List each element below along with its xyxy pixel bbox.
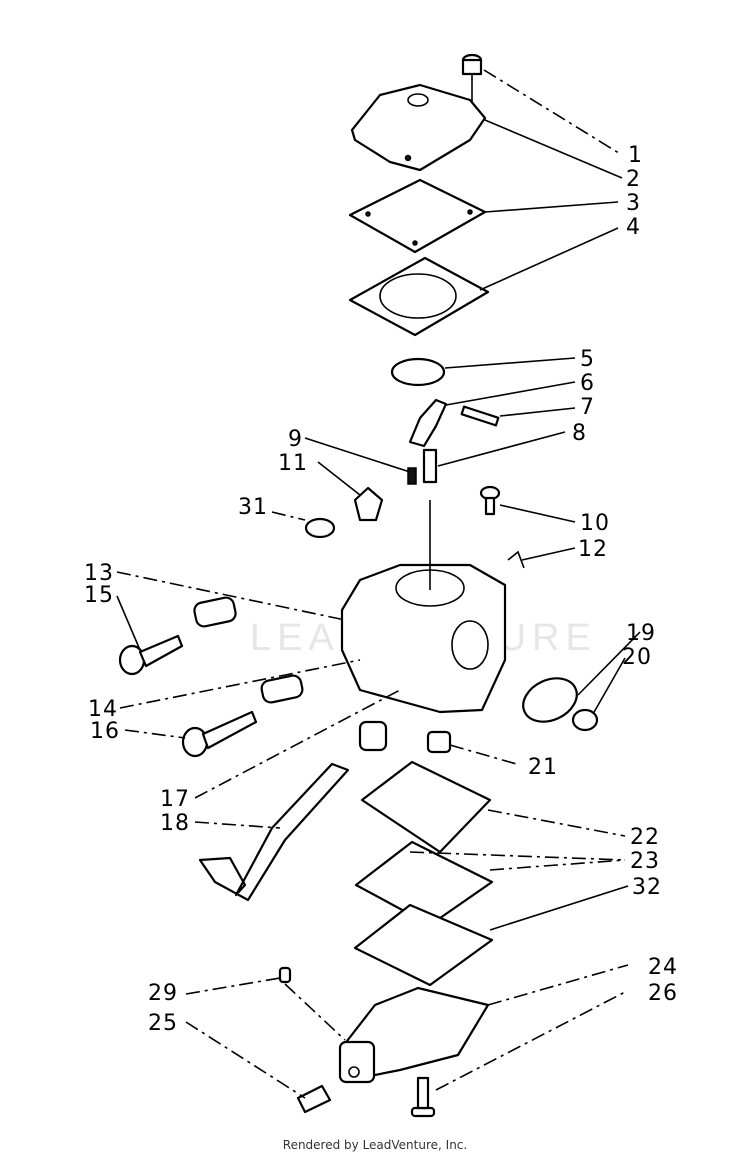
part-lever-pin [460, 405, 500, 427]
part-spring-lower [260, 674, 304, 704]
callout-labels: 1 2 3 4 5 6 7 8 9 10 11 12 13 14 15 16 1… [84, 143, 678, 1036]
callout-31: 31 [238, 495, 268, 520]
callout-29: 29 [148, 981, 178, 1006]
footer-credit: Rendered by LeadVenture, Inc. [282, 1138, 468, 1152]
callout-12: 12 [578, 537, 608, 562]
part-clip [507, 550, 525, 569]
part-lever-screw [479, 485, 501, 516]
leader-lines [116, 69, 641, 1099]
part-lever-spring [407, 467, 417, 485]
part-inlet-filter [296, 1084, 332, 1114]
part-throttle-spring [358, 720, 388, 752]
part-metering-cover [350, 83, 487, 172]
callout-23: 23 [630, 849, 660, 874]
part-nut [426, 730, 452, 754]
callout-9: 9 [288, 427, 303, 452]
part-needle-low [181, 710, 258, 758]
part-welch-plug [353, 486, 384, 522]
callout-2: 2 [626, 167, 641, 192]
callout-21: 21 [528, 755, 558, 780]
callout-25: 25 [148, 1011, 178, 1036]
callout-8: 8 [572, 421, 587, 446]
part-valve-screw [571, 708, 599, 732]
callout-5: 5 [580, 347, 595, 372]
callout-19: 19 [626, 621, 656, 646]
callout-24: 24 [648, 955, 678, 980]
callout-3: 3 [626, 191, 641, 216]
part-metering-diaphragm [348, 178, 487, 254]
callout-15: 15 [84, 583, 114, 608]
callout-26: 26 [648, 981, 678, 1006]
callout-32: 32 [632, 875, 662, 900]
part-metering-gasket [348, 256, 490, 337]
part-metering-lever [408, 398, 448, 448]
callout-10: 10 [580, 511, 610, 536]
part-throttle-disc [522, 677, 578, 723]
part-pump-gasket-2 [353, 903, 494, 987]
callout-1: 1 [628, 143, 643, 168]
part-inlet-needle [422, 448, 438, 484]
callout-4: 4 [626, 215, 641, 240]
part-cap [304, 517, 336, 539]
callout-11: 11 [278, 451, 308, 476]
part-pump-diaphragm [360, 760, 492, 854]
callout-13: 13 [84, 561, 114, 586]
part-carburetor-body [340, 563, 507, 714]
callout-20: 20 [622, 645, 652, 670]
part-disc [390, 357, 446, 387]
callout-16: 16 [90, 719, 120, 744]
part-cover-screw [410, 1076, 436, 1118]
callout-7: 7 [580, 395, 595, 420]
part-throttle-shaft [198, 762, 350, 902]
part-spring-upper [193, 596, 237, 628]
callout-14: 14 [88, 697, 118, 722]
callout-18: 18 [160, 811, 190, 836]
part-needle-high [118, 634, 184, 676]
callout-6: 6 [580, 371, 595, 396]
callout-22: 22 [630, 825, 660, 850]
callout-17: 17 [160, 787, 190, 812]
part-check-pin [278, 966, 292, 984]
